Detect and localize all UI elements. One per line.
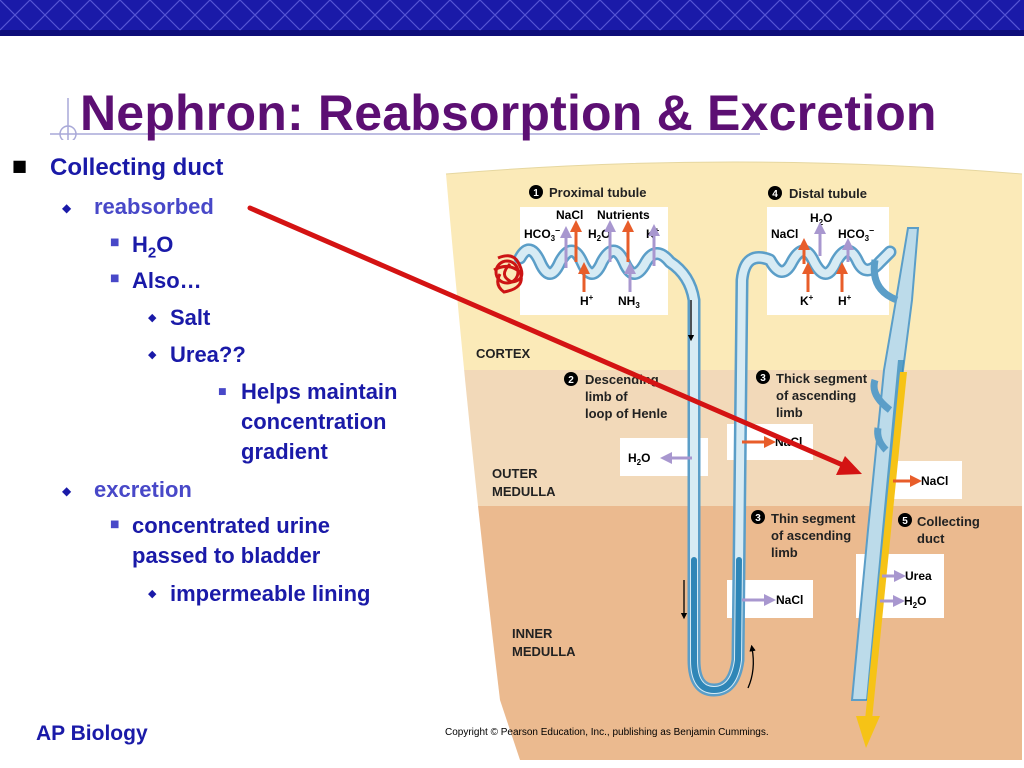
- urine-flow-arrow: [856, 372, 907, 748]
- bullet-urine-line2: passed to bladder: [132, 543, 321, 568]
- label-collecting-1: Collecting: [917, 514, 980, 529]
- label-descending-2: limb of: [585, 389, 628, 404]
- bullet-helps-line1: Helps maintain: [241, 379, 398, 404]
- label-collecting-2: duct: [917, 531, 945, 546]
- label-thin-1: Thin segment: [771, 511, 856, 526]
- bullet-salt: Salt: [170, 305, 211, 330]
- bullet-helps-line2: concentration: [241, 409, 387, 434]
- label-distal-tubule: Distal tubule: [789, 186, 867, 201]
- svg-text:1: 1: [533, 188, 539, 199]
- solute-nacl-thin: NaCl: [776, 593, 803, 607]
- zone-label-inner-1: INNER: [512, 626, 553, 641]
- slide-title: Nephron: Reabsorption & Excretion: [80, 85, 937, 141]
- solute-h2o-collecting: H2O: [904, 594, 926, 610]
- small-square-bullet-icon: ■: [110, 519, 120, 530]
- bullet-helps-line3: gradient: [241, 439, 328, 464]
- bullet-excretion: excretion: [94, 477, 192, 502]
- label-thin-3: limb: [771, 545, 798, 560]
- solute-nutrients: Nutrients: [597, 208, 650, 222]
- zone-label-outer-1: OUTER: [492, 466, 538, 481]
- svg-text:2: 2: [568, 375, 574, 386]
- zone-label-outer-2: MEDULLA: [492, 484, 556, 499]
- label-proximal-tubule: Proximal tubule: [549, 185, 647, 200]
- bullet-collecting-duct: Collecting duct: [50, 154, 224, 181]
- svg-text:3: 3: [760, 373, 766, 384]
- copyright-notice: Copyright © Pearson Education, Inc., pub…: [445, 727, 769, 738]
- title-underline: [50, 98, 760, 140]
- svg-text:5: 5: [902, 516, 908, 527]
- solute-nacl-collecting: NaCl: [921, 474, 948, 488]
- nephron-diagram: CORTEX OUTER MEDULLA INNER MEDULLA 1 Pro…: [445, 161, 1023, 760]
- solute-hco3-proximal: HCO3–: [524, 225, 560, 243]
- top-band: [0, 0, 1024, 36]
- zone-label-inner-2: MEDULLA: [512, 644, 576, 659]
- bullet-water: H2O: [132, 232, 174, 262]
- diamond-bullet-icon: ◆: [148, 348, 157, 361]
- label-thin-2: of ascending: [771, 528, 851, 543]
- label-descending-1: Descending: [585, 372, 659, 387]
- svg-text:3: 3: [755, 513, 761, 524]
- step-badge-3-thick: 3: [756, 370, 770, 384]
- bullet-urine-line1: concentrated urine: [132, 513, 331, 538]
- step-badge-4: 4: [768, 186, 782, 200]
- label-thick-1: Thick segment: [776, 371, 868, 386]
- bullet-reabsorbed: reabsorbed: [94, 194, 214, 219]
- small-square-bullet-icon: ■: [218, 387, 227, 397]
- step-badge-2: 2: [564, 372, 578, 386]
- bullet-urea: Urea??: [170, 342, 246, 367]
- label-descending-3: loop of Henle: [585, 406, 667, 421]
- diamond-bullet-icon: ◆: [148, 587, 157, 600]
- svg-text:4: 4: [772, 189, 778, 200]
- solute-urea: Urea: [905, 569, 932, 583]
- step-badge-5: 5: [898, 513, 912, 527]
- step-badge-1: 1: [529, 185, 543, 199]
- diamond-bullet-icon: ◆: [62, 201, 72, 215]
- diamond-bullet-icon: ◆: [148, 311, 157, 324]
- zone-label-cortex: CORTEX: [476, 346, 531, 361]
- bullet-also: Also…: [132, 268, 202, 293]
- solute-nacl-distal: NaCl: [771, 227, 798, 241]
- loop-turn-arrow: [747, 644, 756, 689]
- solute-nacl-proximal: NaCl: [556, 208, 583, 222]
- diamond-bullet-icon: ◆: [62, 484, 72, 498]
- solute-nacl-thick: NaCl: [775, 435, 802, 449]
- square-bullet-icon: ■: [12, 156, 28, 175]
- step-badge-3-thin: 3: [751, 510, 765, 524]
- bullet-lining: impermeable lining: [170, 581, 371, 606]
- solute-hco3-distal: HCO3–: [838, 225, 874, 243]
- small-square-bullet-icon: ■: [110, 237, 120, 248]
- label-thick-2: of ascending: [776, 388, 856, 403]
- small-square-bullet-icon: ■: [110, 273, 120, 284]
- label-thick-3: limb: [776, 405, 803, 420]
- footer-course-label: AP Biology: [36, 722, 148, 745]
